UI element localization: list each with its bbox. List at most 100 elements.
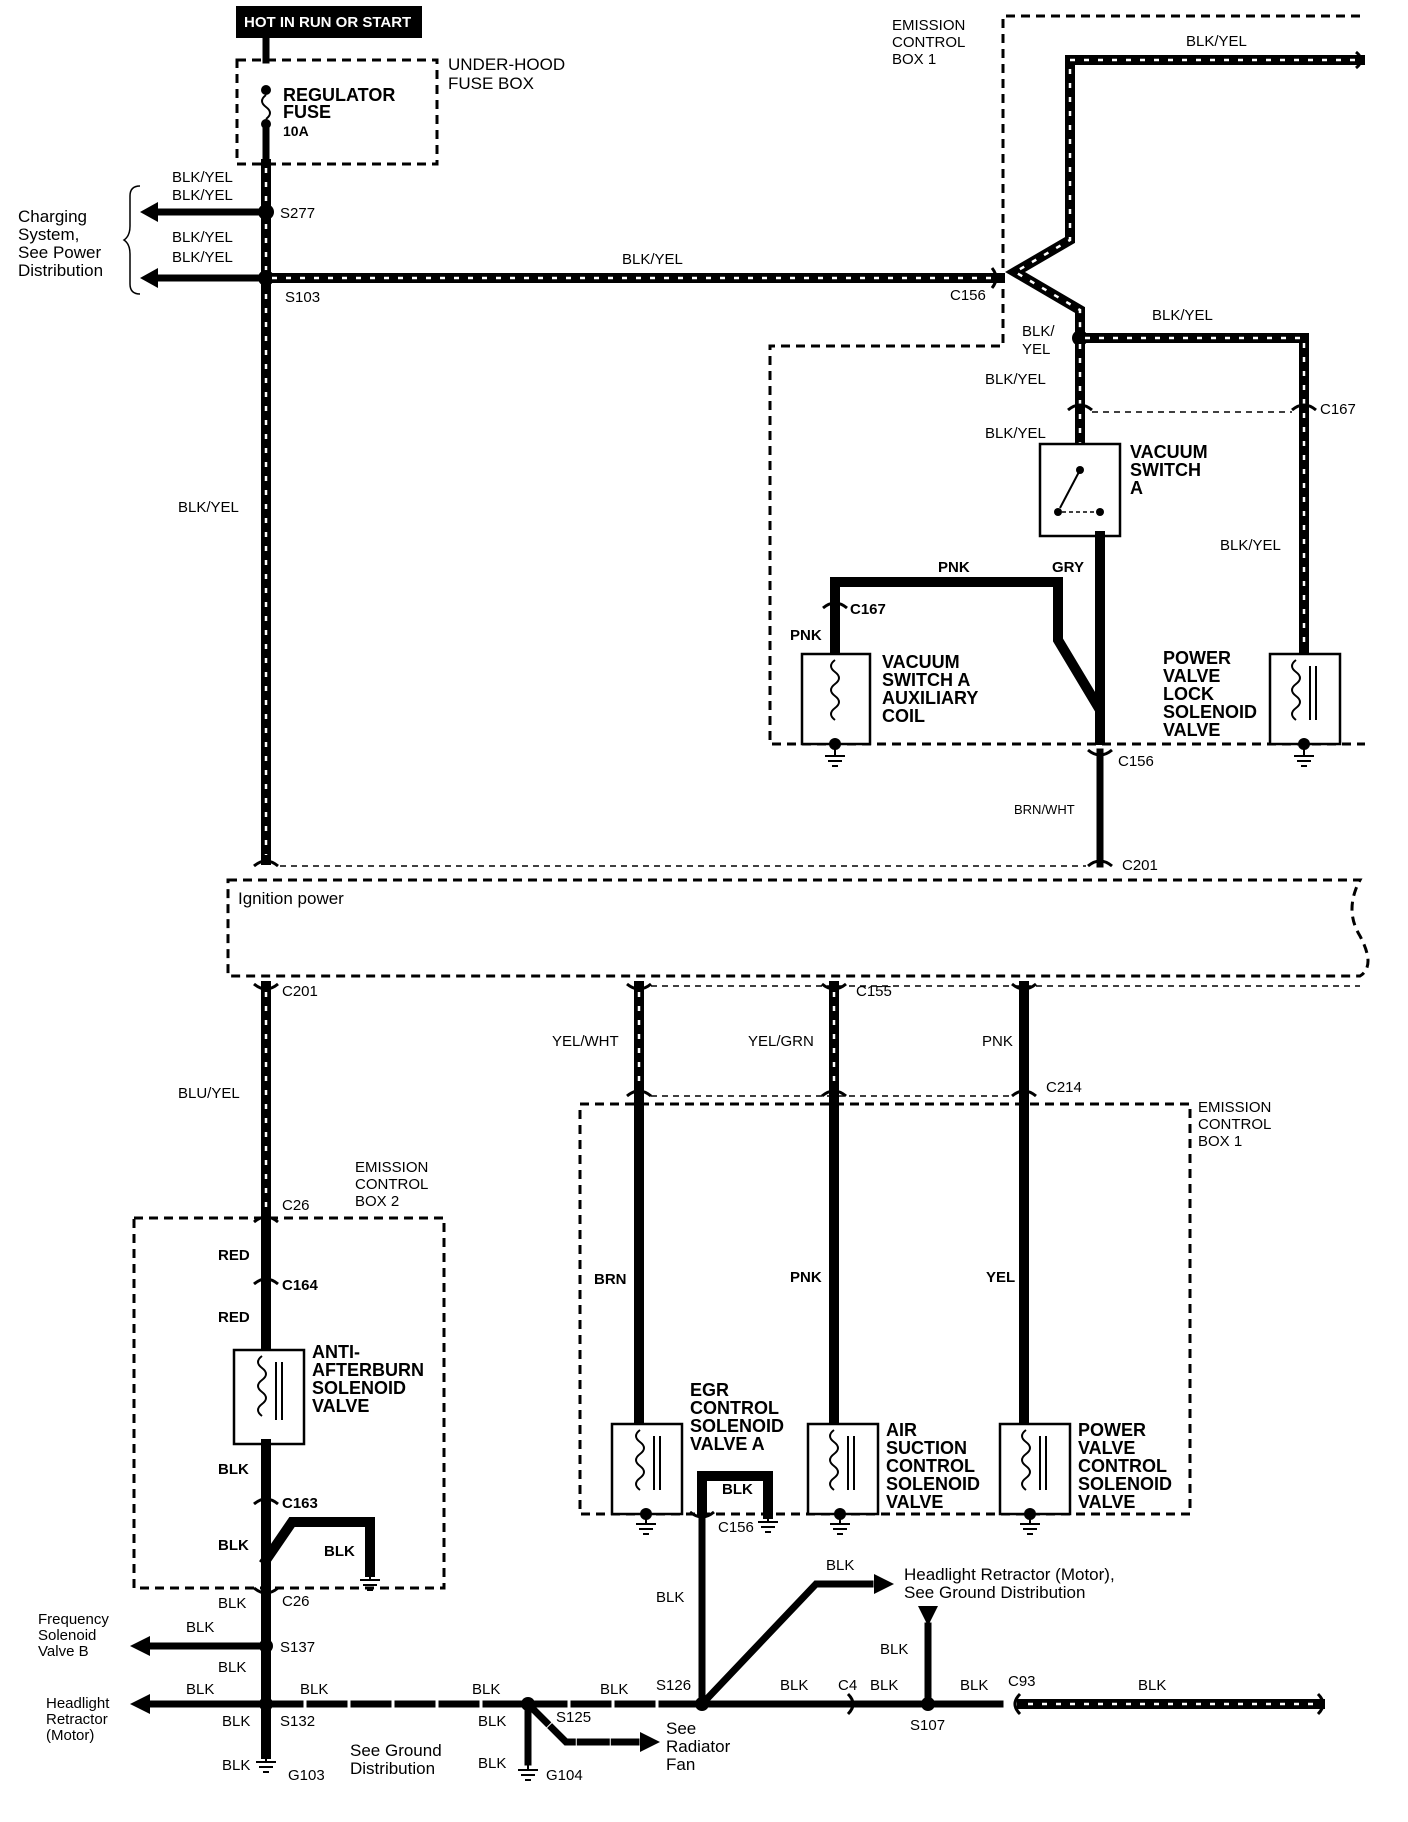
connector-c156-bottom: C156 [718,1519,754,1536]
c93-connector [1013,1692,1022,1716]
charging-arrow-1 [140,202,158,222]
ecb2-ground-icon [360,1572,380,1591]
ecb1-top-title-1: EMISSION [892,17,965,34]
c26-top-connector [253,1215,279,1224]
charging-line-4: Distribution [18,261,103,280]
power-control-coil-icon [1021,1429,1031,1491]
c201-top-right-connector [1087,859,1113,868]
top-right-wire-end [1355,50,1363,70]
connector-c164: C164 [282,1277,319,1294]
fusebox-title-2: FUSE BOX [448,74,534,93]
ecm-label: Ignition power [238,889,344,908]
connector-c163: C163 [282,1495,318,1512]
ecb2-title-2: CONTROL [355,1176,428,1193]
egr-line-4: VALVE A [690,1434,765,1454]
connector-s103: S103 [285,289,320,306]
wire-label-blk-6: BLK [218,1659,246,1676]
air-suction-coil-icon [829,1429,839,1491]
wire-label-blkyel-3: BLK/YEL [172,229,233,246]
c167-connector-c [822,601,848,610]
wire-label-bluyel: BLU/YEL [178,1085,240,1102]
wire-label-yelgrn: YEL/GRN [748,1033,814,1050]
freq-solenoid-line-2: Solenoid [38,1627,96,1644]
c164-connector [253,1277,279,1286]
air-suction-line-5: VALVE [886,1492,943,1512]
power-lock-coil-icon [1291,659,1301,721]
egr-ground-icon [636,1514,656,1535]
vacuum-switch-a-icon [1054,466,1104,516]
aux-coil-line-1: VACUUM [882,652,960,672]
c156-top-connector [990,267,998,289]
wire-label-blk-20: BLK [1138,1677,1166,1694]
freq-solenoid-arrow [130,1636,150,1656]
connector-s125: S125 [556,1709,591,1726]
connector-c201-bottom: C201 [282,983,318,1000]
anti-afterburn-line-1: ANTI- [312,1342,360,1362]
g103-ground-icon [256,1754,276,1773]
wire-label-blkyel-11: BLK/YEL [1220,537,1281,554]
aux-coil-box [800,652,872,746]
power-control-line-5: VALVE [1078,1492,1135,1512]
headlight-right-line-2: See Ground Distribution [904,1583,1085,1602]
vacuum-switch-line-3: A [1130,478,1143,498]
blkyel-to-lock-valve-wire [1075,333,1309,655]
wire-label-blk-8: BLK [222,1713,250,1730]
c201-top-left-connector [253,859,279,868]
connector-c156-top: C156 [950,287,986,304]
anti-afterburn-line-2: AFTERBURN [312,1360,424,1380]
under-hood-fuse-box [235,58,439,166]
headlight-left-arrow [130,1694,150,1714]
connector-s132: S132 [280,1713,315,1730]
wire-label-blk-split-1: BLK/ [1022,323,1055,340]
egr-blk-loop-wire [697,1471,773,1519]
headlight-left-line-3: (Motor) [46,1727,94,1744]
wire-label-blk-17: BLK [870,1677,898,1694]
wire-label-blk-3: BLK [324,1543,355,1560]
wire-label-pnk-3: PNK [982,1033,1013,1050]
headlight-right-line-1: Headlight Retractor (Motor), [904,1565,1115,1584]
wire-label-blk-10: BLK [300,1681,328,1698]
air-suction-valve-box [806,1422,880,1516]
egr-line-2: CONTROL [690,1398,779,1418]
right-wire-end [1316,1692,1325,1716]
power-control-ground-icon [1020,1514,1040,1535]
aux-coil-line-4: COIL [882,706,925,726]
charging-arrow-2 [140,268,158,288]
wire-label-blk-4: BLK [218,1595,246,1612]
ecb2-title-1: EMISSION [355,1159,428,1176]
ecb1-top-title-3: BOX 1 [892,51,936,68]
connector-c4: C4 [838,1677,857,1694]
wire-label-blkyel-5: BLK/YEL [178,499,239,516]
c214-connector-b [821,1089,847,1098]
air-suction-line-2: SUCTION [886,1438,967,1458]
radiator-line-2: Radiator [666,1737,731,1756]
freq-solenoid-line-1: Frequency [38,1611,109,1628]
wire-label-gry: GRY [1052,559,1084,576]
connector-c156-mid: C156 [1118,753,1154,770]
headlight-right-wire [697,1580,874,1709]
fuse-rating: 10A [283,123,309,139]
connector-g103: G103 [288,1767,325,1784]
radiator-fan-arrow [640,1732,660,1752]
wire-label-pnk-1: PNK [938,559,970,576]
radiator-line-1: See [666,1719,696,1738]
wire-label-brnwht: BRN/WHT [1014,802,1075,817]
power-control-line-4: SOLENOID [1078,1474,1172,1494]
wire-label-blkyel-7: BLK/YEL [1186,33,1247,50]
ground-dist-line-2: Distribution [350,1759,435,1778]
wire-label-blk-18: BLK [880,1641,908,1658]
headlight-right-arrow [874,1574,894,1594]
ecb2-boundary [132,1216,446,1590]
headlight-left-line-2: Retractor [46,1711,108,1728]
radiator-line-3: Fan [666,1755,695,1774]
anti-afterburn-line-4: VALVE [312,1396,369,1416]
hot-in-run-badge: HOT IN RUN OR START [236,6,422,38]
wire-label-blkyel-1: BLK/YEL [172,169,233,186]
c4-connector [846,1692,855,1716]
wire-label-blk-21: BLK [722,1481,753,1498]
charging-brace [122,185,141,295]
power-control-valve-box [998,1422,1072,1516]
wire-label-blk-7: BLK [186,1681,214,1698]
connector-c167-mid: C167 [850,601,886,618]
wire-label-blkyel-8: BLK/YEL [1152,307,1213,324]
